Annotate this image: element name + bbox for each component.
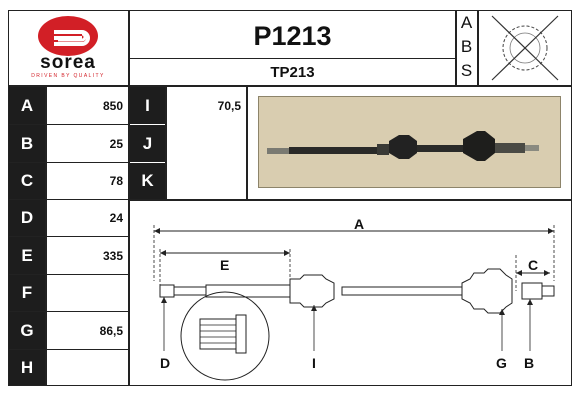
dimension-diagram: A E C D I G B [130, 201, 570, 385]
diagram-label-e: E [220, 257, 230, 273]
sorea-logo: sorea DRIVEN BY QUALITY [10, 12, 126, 82]
no-abs-icon [480, 12, 570, 84]
spec-key-d: D [9, 200, 45, 236]
spec-value-j [167, 125, 246, 162]
spec-value-i: 70,5 [217, 98, 241, 113]
spec-key-a: A [9, 87, 45, 124]
abs-column: A B S [456, 10, 477, 86]
product-ref: TP213 [270, 63, 315, 81]
spec-value-g: 86,5 [99, 323, 123, 338]
driveshaft-photo-illustration [267, 131, 539, 161]
spec-key-k: K [130, 163, 165, 199]
diagram-label-c: C [528, 257, 539, 273]
spec-value-b: 25 [109, 136, 123, 151]
spec-key-e: E [9, 237, 45, 274]
spec-key-g: G [9, 312, 45, 349]
spec-key-i: I [130, 87, 165, 124]
spec-key-f: F [9, 275, 45, 311]
diagram-label-g: G [496, 355, 507, 371]
diagram-label-b: B [524, 355, 535, 371]
diagram-label-a: A [354, 216, 365, 232]
spec-key-j: J [130, 125, 165, 162]
brand-name: sorea [40, 52, 96, 73]
sorea-logo-mark [38, 16, 98, 56]
abs-letter-a: A [460, 13, 473, 32]
spec-key-h: H [9, 350, 45, 385]
spec-value-d: 24 [109, 211, 123, 225]
product-sheet [8, 10, 572, 386]
spec-key-c: C [9, 163, 45, 199]
product-code: P1213 [253, 20, 332, 51]
abs-letter-s: S [460, 61, 473, 80]
spec-value-h [47, 350, 128, 385]
spec-value-e: 335 [102, 248, 123, 263]
spec-value-c: 78 [109, 174, 123, 188]
product-photo [258, 96, 561, 188]
spec-value-k [167, 163, 246, 199]
diagram-label-d: D [160, 355, 171, 371]
spec-value-f [47, 275, 128, 311]
spec-value-a: 850 [102, 98, 123, 113]
diagram-label-i: I [312, 355, 316, 371]
abs-letter-b: B [460, 37, 473, 56]
brand-tagline: DRIVEN BY QUALITY [31, 73, 105, 79]
spec-key-b: B [9, 125, 45, 162]
